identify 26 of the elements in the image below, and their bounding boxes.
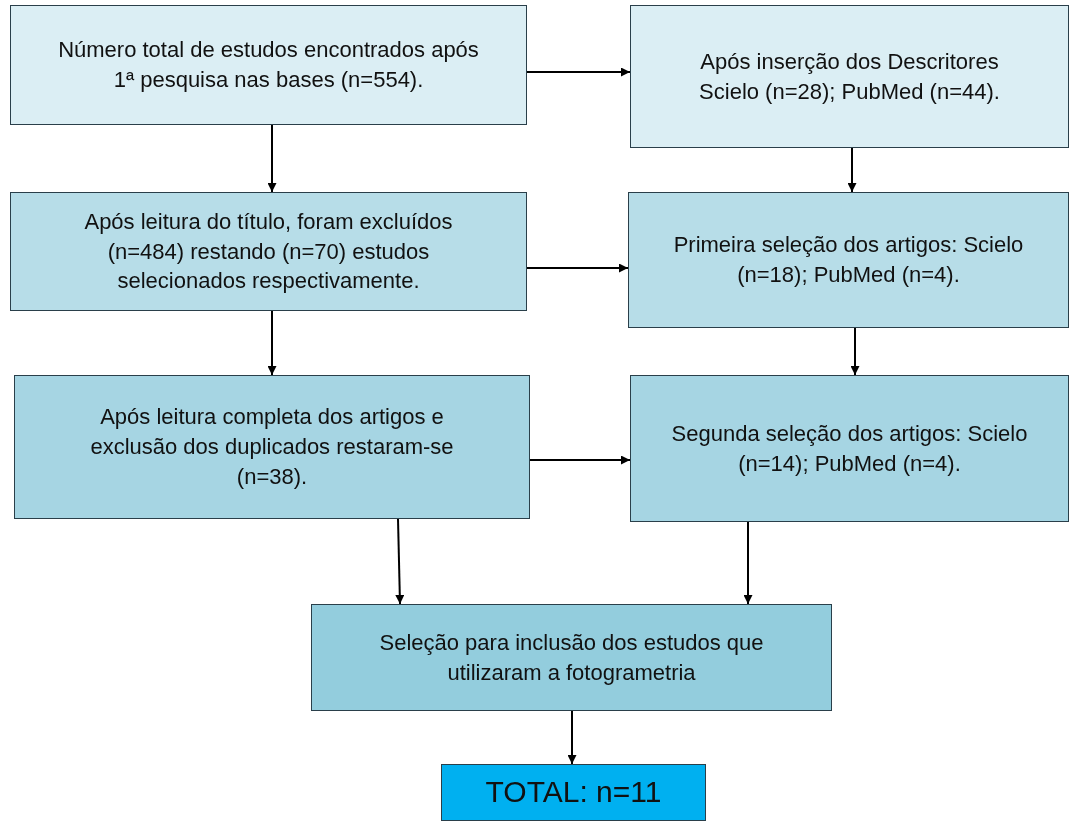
arrow	[526, 263, 629, 273]
process-box	[630, 5, 1069, 148]
arrow	[526, 67, 631, 77]
arrow	[529, 455, 631, 465]
process-box	[10, 192, 527, 311]
arrow	[267, 124, 277, 193]
process-box	[10, 5, 527, 125]
arrow	[743, 521, 753, 605]
arrow	[847, 147, 857, 193]
process-box	[630, 375, 1069, 522]
process-box	[628, 192, 1069, 328]
box-text: Número total de estudos encontrados após 1ª pesquisa nas bases (n=554).	[57, 36, 480, 94]
box-text: Primeira seleção dos artigos: Scielo (n=18); PubMed (n=4).	[672, 231, 1025, 289]
box-text: Após leitura do título, foram excluídos (n=484) restando (n=70) estudos selecionados respectivamente.	[83, 207, 454, 296]
box-text: Seleção para inclusão dos estudos que utilizaram a fotogrametria	[378, 628, 765, 687]
arrow	[395, 518, 405, 605]
box-text: TOTAL: n=11	[485, 774, 662, 811]
box-text: Após inserção dos Descritores Scielo (n=28); PubMed (n=44).	[698, 47, 1001, 106]
arrow	[267, 310, 277, 376]
process-box	[441, 764, 706, 821]
process-box	[14, 375, 530, 519]
box-text: Segunda seleção dos artigos: Scielo (n=14); PubMed (n=4).	[671, 419, 1028, 478]
box-text: Após leitura completa dos artigos e exclusão dos duplicados restaram-se (n=38).	[89, 403, 455, 491]
arrow	[567, 710, 577, 765]
arrow	[850, 327, 860, 376]
process-box	[311, 604, 832, 711]
